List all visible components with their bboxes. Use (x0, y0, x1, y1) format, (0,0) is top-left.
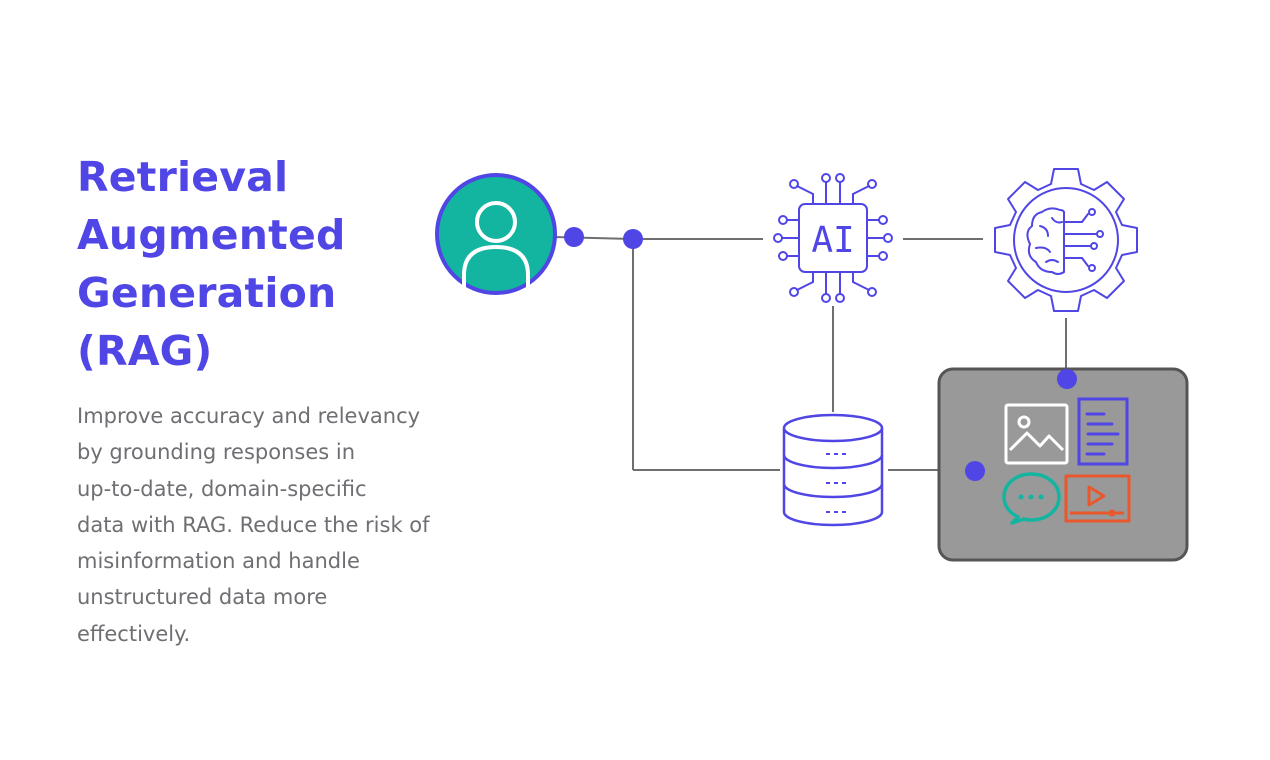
user-icon (435, 173, 557, 295)
description-line: misinformation and handle (77, 549, 360, 574)
title-line: Generation (77, 269, 337, 317)
connector-dots (564, 227, 1077, 481)
connector-dot (623, 229, 643, 249)
document-icon (1077, 397, 1129, 466)
description-line: data with RAG. Reduce the risk of (77, 512, 430, 537)
title-line: (RAG) (77, 327, 213, 375)
description-line: by grounding responses in (77, 440, 356, 465)
chat-icon (1002, 472, 1061, 525)
description-line: Improve accuracy and relevancy (77, 404, 421, 428)
connector-dot (564, 227, 584, 247)
brain-gear-icon (994, 168, 1138, 312)
title-line: Augmented (77, 211, 346, 259)
ai-chip-icon (773, 173, 893, 303)
ai-chip-label: AI (811, 220, 854, 261)
connector-dot (1057, 369, 1077, 389)
connector-lines (553, 236, 1067, 471)
description-line: effectively. (77, 621, 191, 646)
title-line: Retrieval (77, 153, 289, 201)
page-title: Retrieval Augmented Generation (RAG) (77, 148, 346, 380)
image-icon (1004, 403, 1069, 465)
description-line: up-to-date, domain-specific (77, 476, 367, 501)
description: Improve accuracy and relevancy by ground… (77, 398, 467, 652)
video-icon (1064, 474, 1131, 523)
description-line: unstructured data more (77, 585, 328, 610)
database-icon (782, 413, 884, 527)
connector-dot (965, 461, 985, 481)
